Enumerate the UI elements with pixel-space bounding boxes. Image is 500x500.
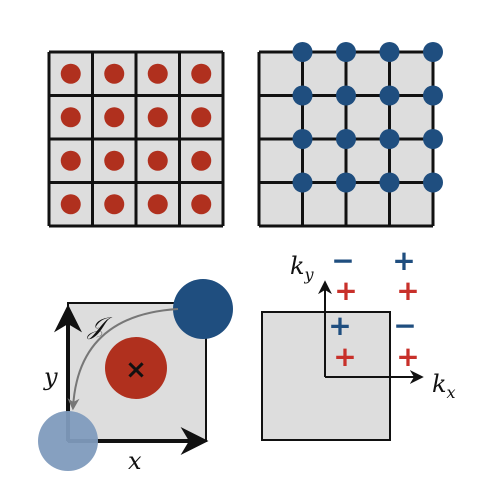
sign-inner-top-left-upper: + (328, 309, 351, 342)
lattice-dot (423, 42, 443, 62)
lattice-dot (379, 85, 400, 106)
ky-axis-label: ky (290, 252, 315, 284)
lattice-dot (379, 129, 400, 149)
lattice-dot (336, 172, 356, 193)
sign-inner-top-left-lower: + (333, 340, 356, 373)
lattice-dot (379, 172, 400, 193)
kx-axis-label: kx (432, 370, 456, 402)
momentum-space-panel: ky kx − + + + + + − + (261, 244, 456, 441)
lattice-dot (292, 172, 313, 193)
x-axis-label: x (128, 447, 142, 475)
lattice-dot (379, 42, 400, 62)
sign-outer-top-right-upper: + (392, 244, 415, 277)
lattice-dot (60, 150, 81, 171)
unit-cell-panel: × 𝒥 y x (38, 279, 233, 475)
sign-outer-top-left-upper: − (331, 244, 354, 277)
lattice-dot (60, 194, 81, 215)
center-cross-mark: × (125, 355, 147, 385)
sign-outer-top-left-lower: + (334, 274, 357, 307)
path-arc (67, 308, 179, 411)
y-axis-label: y (43, 363, 58, 391)
light-blue-corner-dot (38, 411, 98, 471)
lattice-dot (191, 63, 212, 84)
dark-blue-corner-dot (173, 279, 233, 339)
lattice-dot (147, 107, 168, 128)
lattice-dot (292, 129, 313, 149)
lattice-dot (60, 107, 81, 128)
lattice-dot (336, 85, 356, 106)
lattice-dot (104, 63, 125, 84)
lattice-dot (191, 150, 212, 171)
vertex-lattice-panel (257, 42, 443, 228)
sign-inner-top-right-lower: + (396, 340, 419, 373)
lattice-dot (423, 85, 443, 106)
lattice-dot (147, 63, 168, 84)
lattice-dot (336, 129, 356, 149)
cell-centered-lattice-panel (47, 50, 225, 228)
lattice-dot (292, 42, 313, 62)
lattice-dot (147, 194, 168, 215)
lattice-dot (336, 42, 356, 62)
lattice-dot (191, 194, 212, 215)
lattice-dot (147, 150, 168, 171)
lattice-dot (423, 172, 443, 193)
lattice-dot (104, 194, 125, 215)
lattice-dot (191, 107, 212, 128)
lattice-dot (423, 129, 443, 149)
center-red-dot (105, 337, 167, 399)
lattice-dot (104, 107, 125, 128)
lattice-dot (292, 85, 313, 106)
lattice-dot (104, 150, 125, 171)
sign-inner-top-right-upper: − (393, 309, 416, 342)
sign-outer-top-right-lower: + (396, 274, 419, 307)
lattice-dot (60, 63, 81, 84)
